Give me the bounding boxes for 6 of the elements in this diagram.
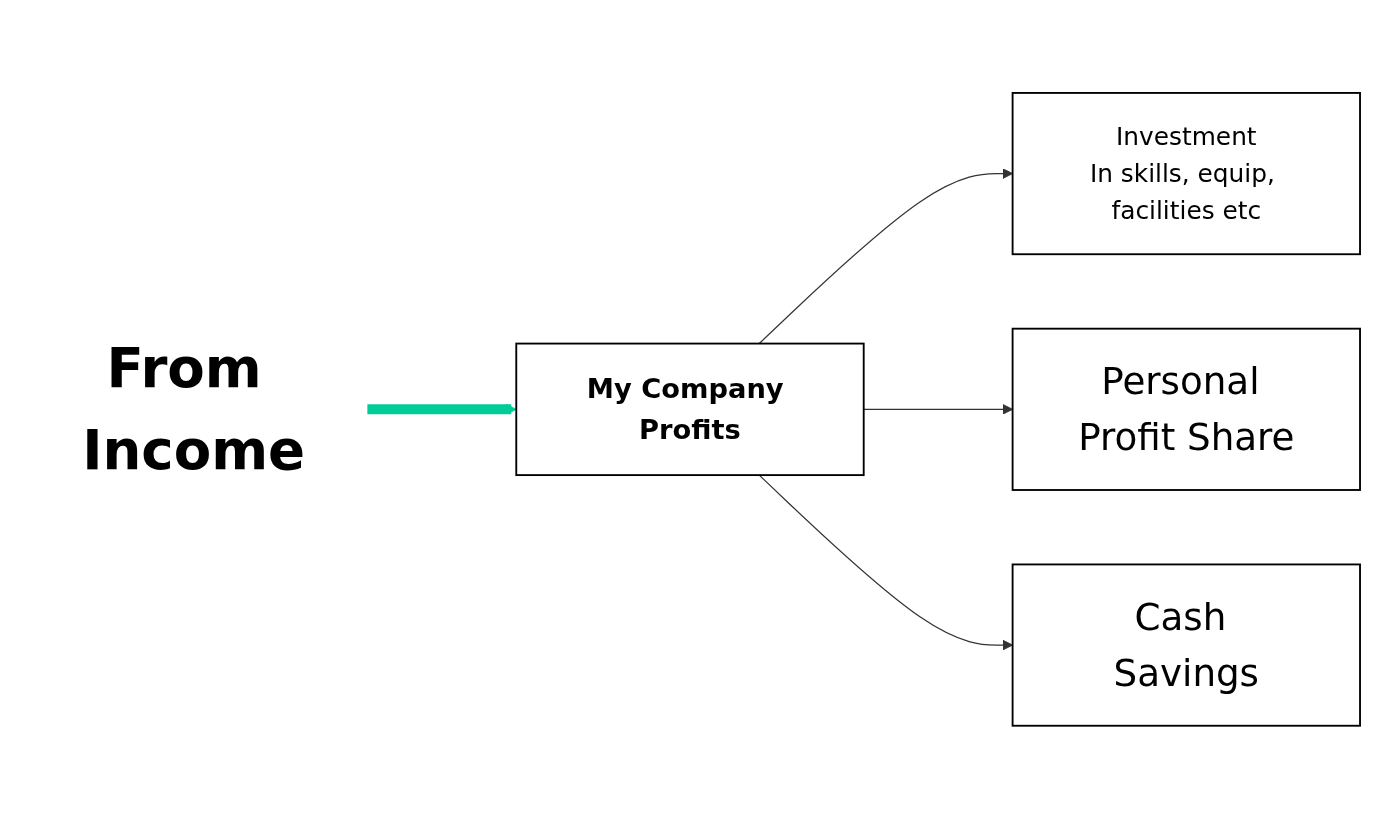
node-box: Personal Profit Share (1011, 327, 1361, 492)
node-box: Investment In skills, equip, facilities etc (1011, 92, 1361, 256)
arrow (367, 404, 517, 415)
node-box: Cash Savings (1011, 563, 1361, 727)
node-text: From Income (82, 336, 306, 482)
node-box: My Company Profits (515, 342, 865, 477)
